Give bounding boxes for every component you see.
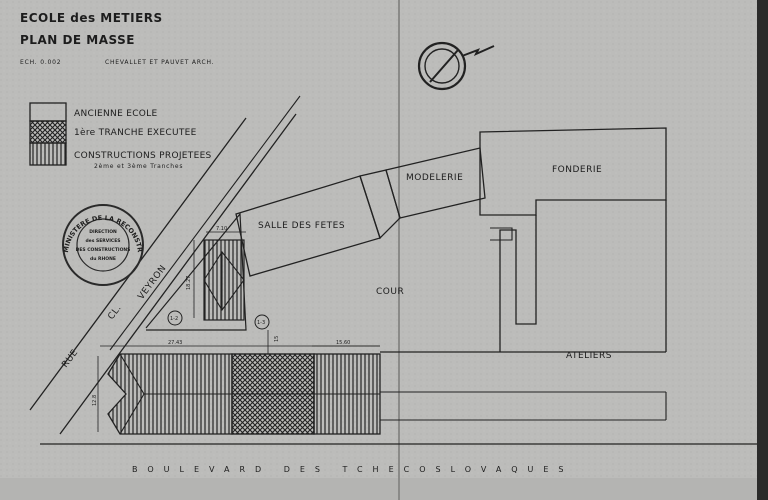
stamp-inner-4: du RHONE: [90, 256, 116, 262]
title-line1: ECOLE des METIERS: [20, 11, 163, 25]
legend-label-projetees: CONSTRUCTIONS PROJETEES: [74, 151, 212, 161]
scale-label: ECH. 0.002: [20, 59, 61, 66]
tag-1: 1-2: [170, 316, 178, 322]
architects-label: CHEVALLET ET PAUVET ARCH.: [105, 59, 214, 66]
dim-d4: 15.60: [336, 340, 350, 346]
building-row-boulevard: 27.43 15.60 15 12.8: [92, 330, 381, 435]
boulevard-label: BOULEVARD DES TCHECOSLOVAQUES: [132, 465, 573, 474]
dim-d6: 15: [274, 336, 280, 342]
legend-label-ancienne: ANCIENNE ECOLE: [74, 109, 157, 119]
dim-d1: 7.10: [216, 226, 227, 232]
dim-d3: 27.43: [168, 340, 182, 346]
modelerie-label: MODELERIE: [406, 173, 463, 183]
cour-label: COUR: [376, 287, 404, 297]
ateliers-label: ATELIERS: [566, 351, 612, 361]
north-arrow-icon: [417, 41, 495, 91]
legend-sublabel: 2ème et 3ème Tranches: [94, 163, 183, 170]
fonderie-label: FONDERIE: [552, 165, 602, 175]
legend-swatch-crosshatch: [29, 120, 67, 144]
salle-label: SALLE DES FETES: [258, 221, 345, 231]
legend-swatch-vertical: [29, 142, 67, 166]
stamp-inner-3: DES CONSTRUCTIONS: [76, 247, 131, 253]
annex-triangle: 7.10 18.27 1-2 1-3: [145, 212, 270, 331]
building-ateliers: ATELIERS: [380, 200, 667, 421]
sheet-edge: [757, 0, 768, 500]
building-fonderie: FONDERIE: [479, 127, 667, 216]
stamp-inner-2: des SERVICES: [85, 238, 120, 244]
stamp-inner-1: DIRECTION: [89, 229, 117, 235]
dim-d2: 18.27: [186, 276, 192, 290]
legend: ANCIENNE ECOLE 1ère TRANCHE EXECUTEE CON…: [29, 102, 212, 170]
title-line2: PLAN DE MASSE: [20, 33, 135, 47]
tag-2: 1-3: [257, 320, 265, 326]
dim-d5: 12.8: [92, 395, 98, 406]
building-modelerie: MODELERIE: [385, 147, 486, 219]
legend-label-tranche: 1ère TRANCHE EXECUTEE: [74, 127, 197, 138]
